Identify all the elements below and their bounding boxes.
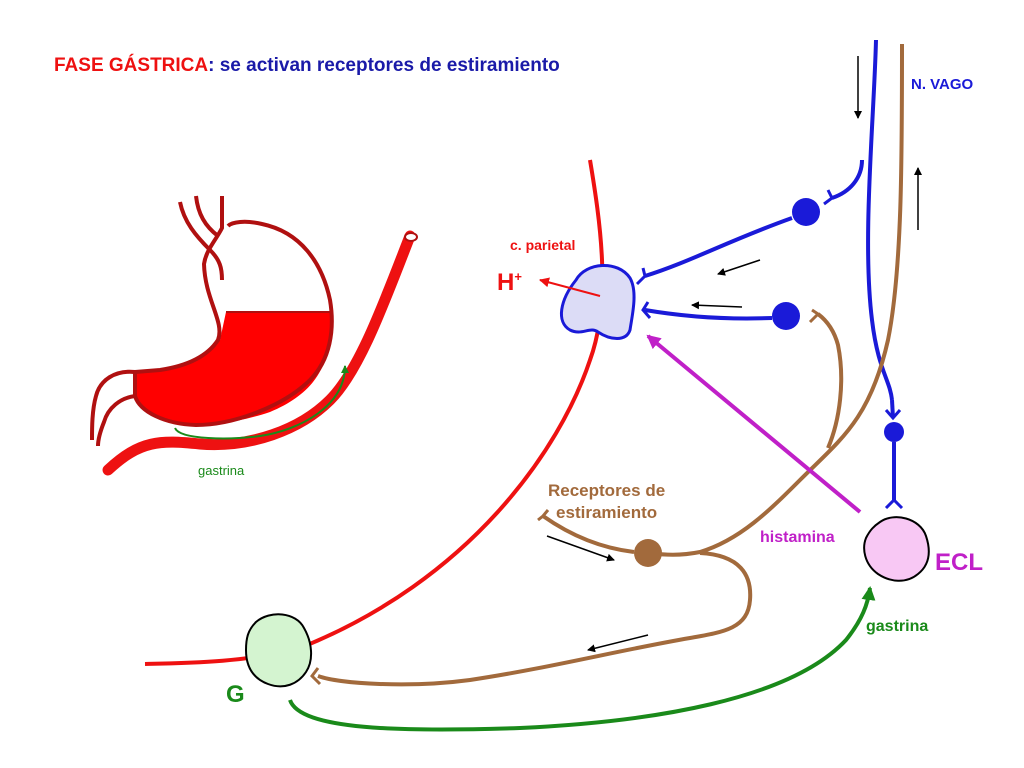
afferent-trunk [647, 43, 904, 557]
esophagus-wall [194, 195, 220, 238]
parietal-label: c. parietal [510, 237, 576, 253]
hplus-label: H+ [497, 269, 522, 297]
diagram-title: FASE GÁSTRICA: se activan receptores de … [54, 55, 560, 77]
direction-arrow-to-parietal-1 [717, 259, 761, 276]
hplus-text: H [497, 269, 515, 296]
g-cell [244, 613, 312, 688]
stretch-receptor-line1: Receptores de [548, 481, 666, 500]
g-cell-label: G [226, 681, 245, 708]
gastrin-small-arrow [174, 365, 349, 440]
direction-arrow-to-parietal-2 [691, 301, 743, 310]
vagus-trunk [866, 39, 894, 401]
stretch-receptor-label: Receptores de estiramiento [548, 480, 665, 524]
stomach-gastrin-label: gastrina [198, 463, 245, 478]
direction-arrow-receptor [546, 535, 615, 562]
stomach [90, 195, 418, 476]
hplus-superscript: + [514, 269, 522, 284]
gastrin-arrow [288, 586, 876, 732]
esophagus [178, 201, 224, 281]
gastrin-label: gastrina [866, 618, 929, 635]
histamine-arrow [646, 334, 862, 514]
title-description: : se activan receptores de estiramiento [208, 55, 560, 76]
stretch-receptor-neuron [634, 539, 662, 567]
title-phase: FASE GÁSTRICA [54, 55, 209, 76]
duodenum-upper [90, 369, 136, 441]
stomach-outline [133, 196, 334, 427]
vagus-label: N. VAGO [911, 76, 974, 93]
vagal-neuron-ecl [884, 422, 904, 442]
blood-vessel-opening [404, 232, 418, 242]
stomach-content [135, 312, 331, 425]
hplus-arrow [539, 277, 601, 297]
duodenum-lower [96, 394, 136, 447]
stretch-afferent [310, 43, 904, 687]
vagus-nerve [635, 39, 904, 510]
ecl-cell [863, 516, 930, 582]
direction-arrow-to-g [587, 634, 649, 653]
parietal-cell [559, 264, 636, 340]
vagal-neuron-lower [772, 302, 800, 330]
stretch-receptor-line2: estiramiento [556, 503, 658, 522]
ecl-label: ECL [935, 549, 983, 576]
vagal-neuron-upper [792, 198, 820, 226]
histamine-label: histamina [760, 529, 835, 546]
